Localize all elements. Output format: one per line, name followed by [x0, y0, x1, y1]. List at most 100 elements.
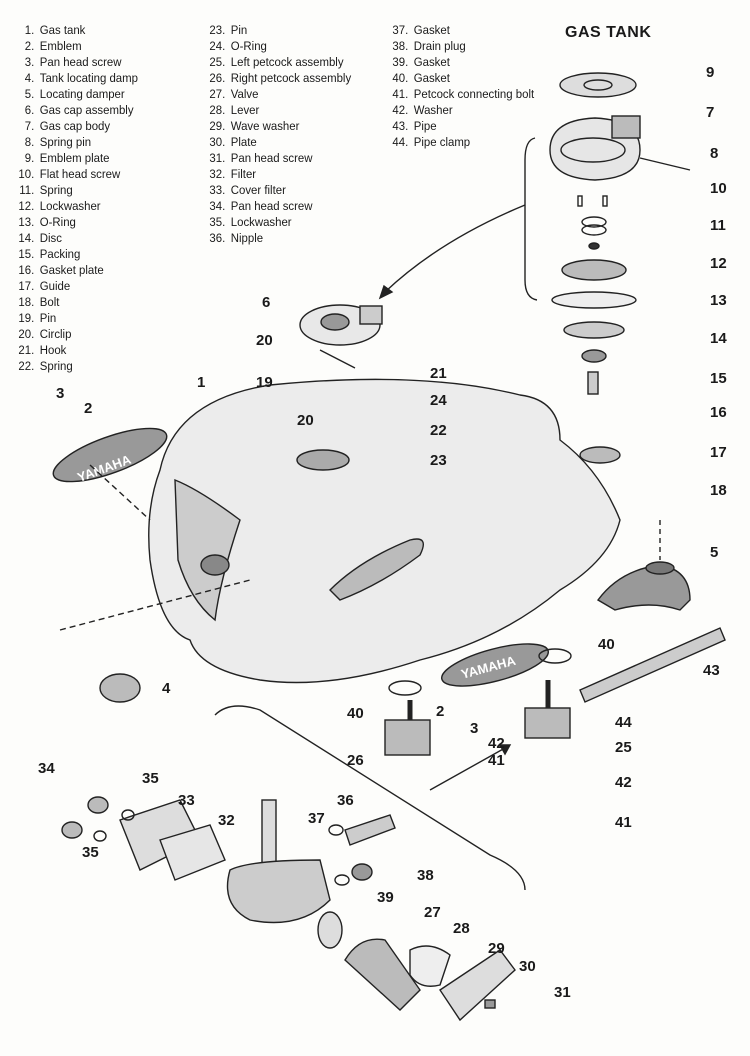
parts-list-item: 27.Valve — [205, 86, 351, 102]
callout-41: 41 — [615, 814, 632, 831]
callout-25: 25 — [615, 739, 632, 756]
part-name: Gas tank — [39, 23, 86, 37]
part-number: 31. — [209, 151, 226, 165]
parts-list-item: 39.Gasket — [388, 54, 534, 70]
callout-34: 34 — [38, 760, 55, 777]
parts-list-item: 19.Pin — [14, 310, 138, 326]
part-name: Disc — [39, 231, 62, 245]
callout-labels: 9781011121314151617186201912124222023325… — [38, 64, 727, 1001]
part-name: Washer — [413, 103, 453, 117]
part-number: 24. — [209, 39, 226, 53]
part-number: 27. — [209, 87, 226, 101]
parts-list-item: 8.Spring pin — [14, 134, 138, 150]
part-number: 21. — [18, 343, 35, 357]
part-number: 32. — [209, 167, 226, 181]
part-number: 37. — [392, 23, 409, 37]
parts-list-item: 18.Bolt — [14, 294, 138, 310]
part-number: 36. — [209, 231, 226, 245]
parts-list-item: 23.Pin — [205, 22, 351, 38]
part-number: 2. — [24, 39, 35, 53]
callout-35: 35 — [142, 770, 159, 787]
diagram-title: GAS TANK — [565, 24, 652, 41]
part-number: 6. — [24, 103, 35, 117]
part-number: 38. — [392, 39, 409, 53]
part-number: 16. — [18, 263, 35, 277]
part-number: 17. — [18, 279, 35, 293]
part-name: Nipple — [230, 231, 264, 245]
part-number: 35. — [209, 215, 226, 229]
part-name: Bolt — [39, 295, 60, 309]
parts-list-item: 35. Lockwasher — [205, 214, 351, 230]
part-name: Spring — [39, 359, 73, 373]
callout-3: 3 — [470, 720, 478, 737]
callout-7: 7 — [706, 104, 714, 121]
callout-26: 26 — [347, 752, 364, 769]
part-name: Pipe clamp — [413, 135, 471, 149]
part-name: Pipe — [413, 119, 437, 133]
part-name: Spring — [39, 183, 73, 197]
callout-29: 29 — [488, 940, 505, 957]
part-name: O-Ring — [39, 215, 76, 229]
parts-list-item: 32.Filter — [205, 166, 351, 182]
parts-list-item: 11.Spring — [14, 182, 138, 198]
parts-list-item: 22. Spring — [14, 358, 138, 374]
parts-list-item: 37. Gasket — [388, 22, 534, 38]
callout-16: 16 — [710, 404, 727, 421]
part-name: Flat head screw — [39, 167, 121, 181]
callout-3: 3 — [56, 385, 64, 402]
parts-list-item: 28.Lever — [205, 102, 351, 118]
part-number: 33. — [209, 183, 226, 197]
parts-list-item: 44.Pipe clamp — [388, 134, 534, 150]
callout-36: 36 — [337, 792, 354, 809]
callout-32: 32 — [218, 812, 235, 829]
part-number: 8. — [24, 135, 35, 149]
part-name: Packing — [39, 247, 81, 261]
part-name: Gasket — [413, 23, 450, 37]
part-name: O-Ring — [230, 39, 267, 53]
part-name: Gas cap body — [39, 119, 111, 133]
parts-list-item: 13.O-Ring — [14, 214, 138, 230]
part-number: 9. — [24, 151, 35, 165]
callout-42: 42 — [488, 735, 505, 752]
part-number: 1. — [24, 23, 35, 37]
parts-list-item: 26.Right petcock assembly — [205, 70, 351, 86]
part-number: 22. — [18, 359, 35, 373]
callout-40: 40 — [347, 705, 364, 722]
part-name: Cover filter — [230, 183, 286, 197]
part-name: Lockwasher — [230, 215, 292, 229]
parts-list-item: 29.Wave washer — [205, 118, 351, 134]
callout-30: 30 — [519, 958, 536, 975]
part-number: 42. — [392, 103, 409, 117]
callout-21: 21 — [430, 365, 447, 382]
part-number: 14. — [18, 231, 35, 245]
parts-list-item: 38.Drain plug — [388, 38, 534, 54]
callout-12: 12 — [710, 255, 727, 272]
part-name: Gasket plate — [39, 263, 104, 277]
parts-list-item: 16. Gasket plate — [14, 262, 138, 278]
part-number: 3. — [24, 55, 35, 69]
callout-10: 10 — [710, 180, 727, 197]
callout-2: 2 — [84, 400, 92, 417]
parts-list-item: 3.Pan head screw — [14, 54, 138, 70]
part-name: Plate — [230, 135, 257, 149]
callout-9: 9 — [706, 64, 714, 81]
parts-list-item: 20.Circlip — [14, 326, 138, 342]
part-name: Lever — [230, 103, 260, 117]
callout-20: 20 — [297, 412, 314, 429]
part-name: Left petcock assembly — [230, 55, 344, 69]
parts-list-item: 6.Gas cap assembly — [14, 102, 138, 118]
callout-6: 6 — [262, 294, 270, 311]
part-number: 4. — [24, 71, 35, 85]
callout-37: 37 — [308, 810, 325, 827]
parts-list-item: 31.Pan head screw — [205, 150, 351, 166]
part-name: Lockwasher — [39, 199, 101, 213]
part-name: Guide — [39, 279, 71, 293]
callout-33: 33 — [178, 792, 195, 809]
callout-11: 11 — [710, 217, 726, 234]
parts-list-item: 15.Packing — [14, 246, 138, 262]
part-number: 43. — [392, 119, 409, 133]
